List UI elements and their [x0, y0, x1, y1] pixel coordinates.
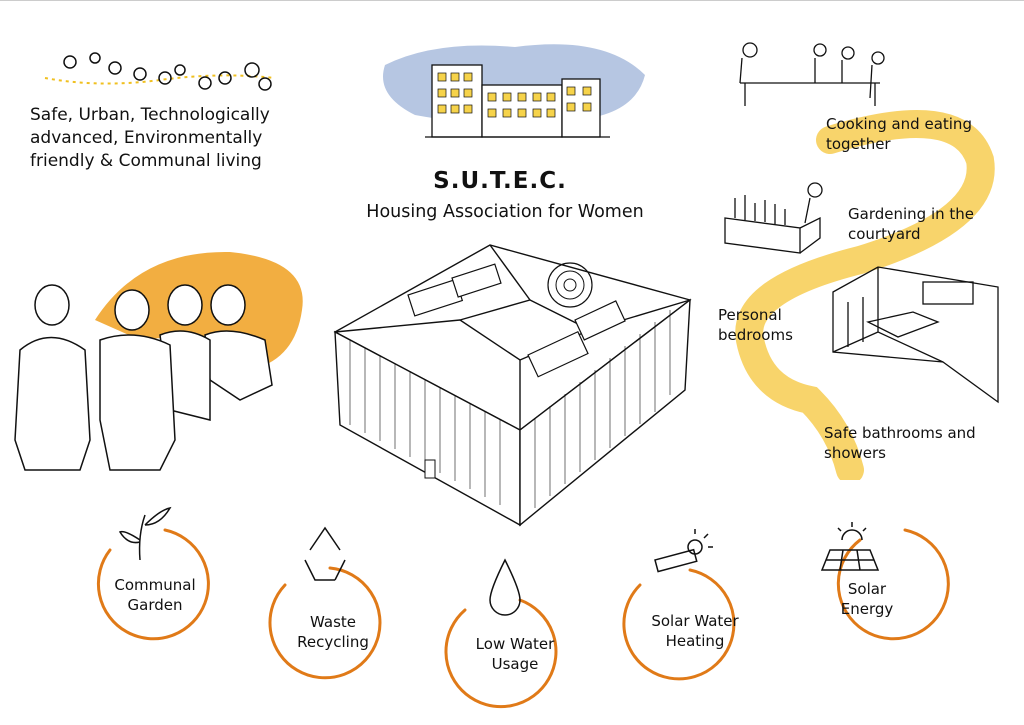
yellow-ribbon-decoration [735, 110, 995, 480]
solar-heater-icon [654, 529, 713, 573]
ring-low-water [444, 598, 558, 709]
solar-panel-icon [820, 522, 880, 571]
label-line: Heating [665, 632, 725, 650]
label-line: Communal [114, 576, 196, 594]
sprout-icon [118, 506, 172, 561]
feature-cooking-label: Cooking and eating together [826, 115, 972, 153]
page-subtitle: Housing Association for Women [366, 202, 644, 222]
women-group-illustration [14, 251, 303, 471]
garden-bed-illustration [724, 182, 823, 254]
water-drop-icon [489, 558, 521, 616]
page-title: S.U.T.E.C. [433, 168, 567, 194]
recycle-icon [304, 526, 346, 581]
tagline: Safe, Urban, Technologically advanced, E… [30, 105, 270, 171]
label-line: Solar Water [651, 612, 739, 630]
feature-bedrooms-label: Personal bedrooms [718, 306, 793, 344]
label-line: Garden [127, 596, 183, 614]
sutec-building-illustration [333, 244, 692, 527]
top-border [0, 0, 1024, 1]
label-line: Solar [847, 580, 887, 598]
feature-gardening-label: Gardening in the courtyard [848, 205, 974, 243]
label-line: Low Water [475, 635, 555, 653]
label-line: Recycling [297, 633, 369, 651]
ring-waste-recycling [268, 566, 382, 680]
ring-communal-garden [96, 528, 210, 641]
label-line: Usage [491, 655, 539, 673]
apartment-building-illustration [383, 44, 645, 138]
ring-solar-energy [836, 528, 950, 641]
label-line: Waste [310, 613, 356, 631]
bedroom-illustration [832, 266, 999, 404]
label-line: Energy [840, 600, 894, 618]
dining-table-illustration [739, 42, 885, 106]
ring-solar-water [622, 568, 736, 681]
sustainability-rings [96, 506, 950, 709]
women-crowd-illustration [44, 52, 276, 91]
feature-bathrooms-label: Safe bathrooms and showers [824, 424, 976, 462]
